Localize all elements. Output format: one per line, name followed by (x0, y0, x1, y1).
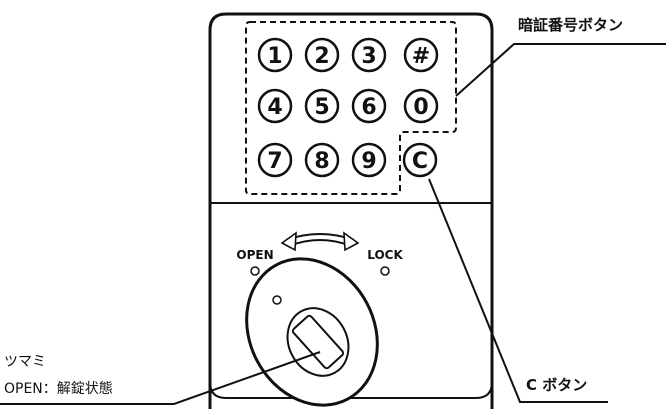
knob-leader (0, 351, 321, 405)
lock-indicator (380, 266, 390, 276)
key-2[interactable]: 2 (304, 37, 340, 73)
svg-text:5: 5 (314, 95, 329, 120)
knob[interactable] (222, 236, 403, 409)
lock-label: LOCK (367, 248, 403, 262)
svg-text:1: 1 (267, 44, 282, 69)
key-7[interactable]: 7 (257, 142, 293, 178)
code-buttons-leader (455, 43, 666, 97)
rotate-arrow-icon (280, 231, 360, 252)
knob-grip (291, 314, 345, 370)
open-indicator (250, 266, 260, 276)
knob-callout-title: ツマミ (4, 354, 46, 370)
key-hash[interactable]: # (403, 37, 439, 73)
c-button-leader (428, 178, 608, 403)
key-3[interactable]: 3 (351, 37, 387, 73)
key-5[interactable]: 5 (304, 88, 340, 124)
svg-text:3: 3 (361, 44, 376, 69)
key-0[interactable]: 0 (403, 88, 439, 124)
svg-text:6: 6 (361, 95, 376, 120)
key-8[interactable]: 8 (304, 142, 340, 178)
svg-text:8: 8 (314, 149, 329, 174)
key-6[interactable]: 6 (351, 88, 387, 124)
open-label: OPEN (236, 248, 273, 262)
key-1[interactable]: 1 (257, 37, 293, 73)
svg-text:9: 9 (361, 149, 376, 174)
svg-text:2: 2 (314, 44, 329, 69)
svg-text:4: 4 (267, 95, 282, 120)
code-buttons-callout: 暗証番号ボタン (518, 16, 623, 34)
svg-text:C: C (412, 149, 428, 174)
code-buttons-region (245, 21, 457, 195)
knob-dot (272, 295, 282, 305)
knob-callout-state: OPEN：解錠状態 (4, 381, 113, 397)
key-9[interactable]: 9 (351, 142, 387, 178)
svg-text:#: # (412, 44, 430, 69)
svg-text:7: 7 (267, 149, 282, 174)
key-c[interactable]: C (402, 142, 438, 178)
key-4[interactable]: 4 (257, 88, 293, 124)
c-button-callout: C ボタン (526, 376, 587, 394)
svg-text:0: 0 (413, 95, 428, 120)
